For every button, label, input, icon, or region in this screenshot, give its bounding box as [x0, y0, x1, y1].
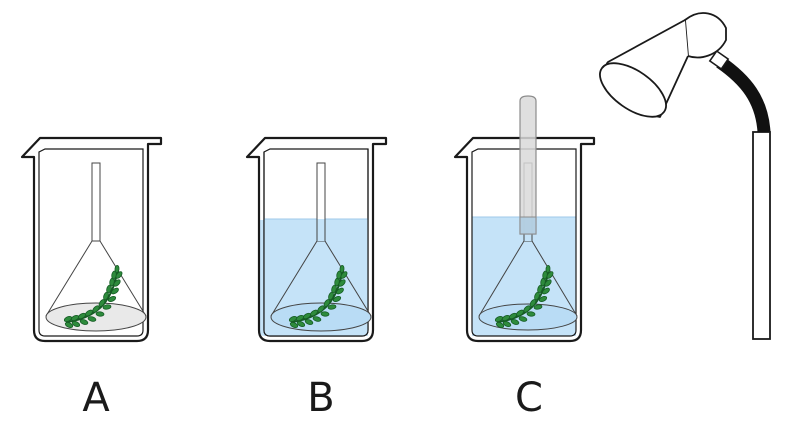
beaker-b — [245, 136, 388, 343]
label-b: B — [307, 375, 335, 421]
desk-lamp-icon — [599, 12, 771, 340]
beaker-icon — [245, 136, 388, 343]
label-a: A — [82, 375, 110, 421]
beaker-c — [453, 95, 596, 343]
label-c: C — [515, 375, 543, 421]
test-tube-icon — [519, 95, 537, 235]
beaker-a — [20, 136, 163, 343]
